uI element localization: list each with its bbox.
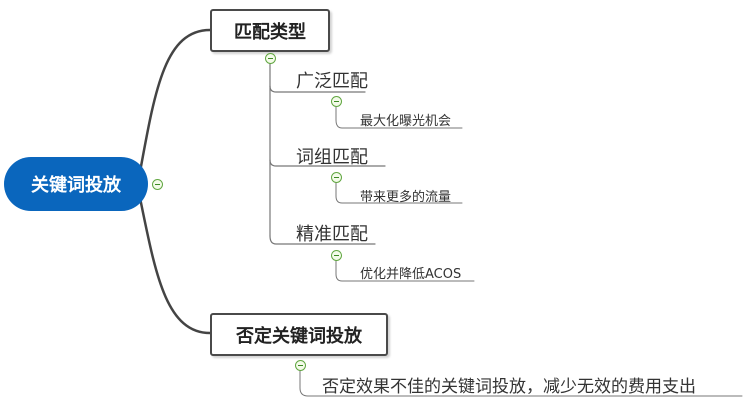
topic-negative-keywords-label: 否定关键词投放 — [236, 325, 362, 347]
note-exact-match[interactable]: 优化并降低ACOS — [360, 263, 461, 282]
subtopic-phrase-match[interactable]: 词组匹配 — [296, 143, 368, 169]
topic-negative-keywords[interactable]: 否定关键词投放 — [210, 313, 388, 356]
note-phrase-match[interactable]: 带来更多的流量 — [360, 186, 451, 205]
connector-to-note-exact — [335, 259, 475, 282]
connector-to-negative-note — [299, 369, 743, 397]
collapse-toggle-icon[interactable] — [331, 172, 342, 183]
note-broad-match[interactable]: 最大化曝光机会 — [360, 110, 451, 129]
connector-to-note-phrase — [335, 181, 463, 204]
topic-match-type-label: 匹配类型 — [234, 21, 306, 43]
topic-match-type[interactable]: 匹配类型 — [210, 9, 330, 52]
note-label: 优化并降低ACOS — [360, 267, 462, 282]
collapse-toggle-icon[interactable] — [331, 96, 342, 107]
central-topic[interactable]: 关键词投放 — [4, 157, 148, 211]
connector-to-phrase — [269, 159, 386, 167]
connector-to-note-broad — [335, 105, 463, 129]
note-label: 否定效果不佳的关键词投放，减少无效的费用支出 — [322, 377, 696, 397]
collapse-toggle-icon[interactable] — [331, 250, 342, 261]
connector-to-exact — [269, 235, 376, 245]
note-label: 最大化曝光机会 — [360, 114, 452, 129]
note-label: 带来更多的流量 — [360, 190, 452, 205]
collapse-toggle-icon[interactable] — [152, 179, 163, 190]
connector-root-to-branch-1 — [138, 28, 212, 174]
connector-to-broad — [269, 85, 366, 93]
subtopic-label: 精准匹配 — [296, 224, 368, 245]
note-negative-keywords[interactable]: 否定效果不佳的关键词投放，减少无效的费用支出 — [322, 372, 696, 397]
central-topic-label: 关键词投放 — [31, 175, 121, 196]
subtopic-label: 广泛匹配 — [296, 71, 368, 92]
subtopic-broad-match[interactable]: 广泛匹配 — [296, 67, 368, 93]
subtopic-label: 词组匹配 — [296, 147, 368, 168]
connector-root-to-branch-2 — [138, 196, 212, 335]
collapse-toggle-icon[interactable] — [265, 53, 276, 64]
subtopic-exact-match[interactable]: 精准匹配 — [296, 220, 368, 246]
collapse-toggle-icon[interactable] — [295, 360, 306, 371]
